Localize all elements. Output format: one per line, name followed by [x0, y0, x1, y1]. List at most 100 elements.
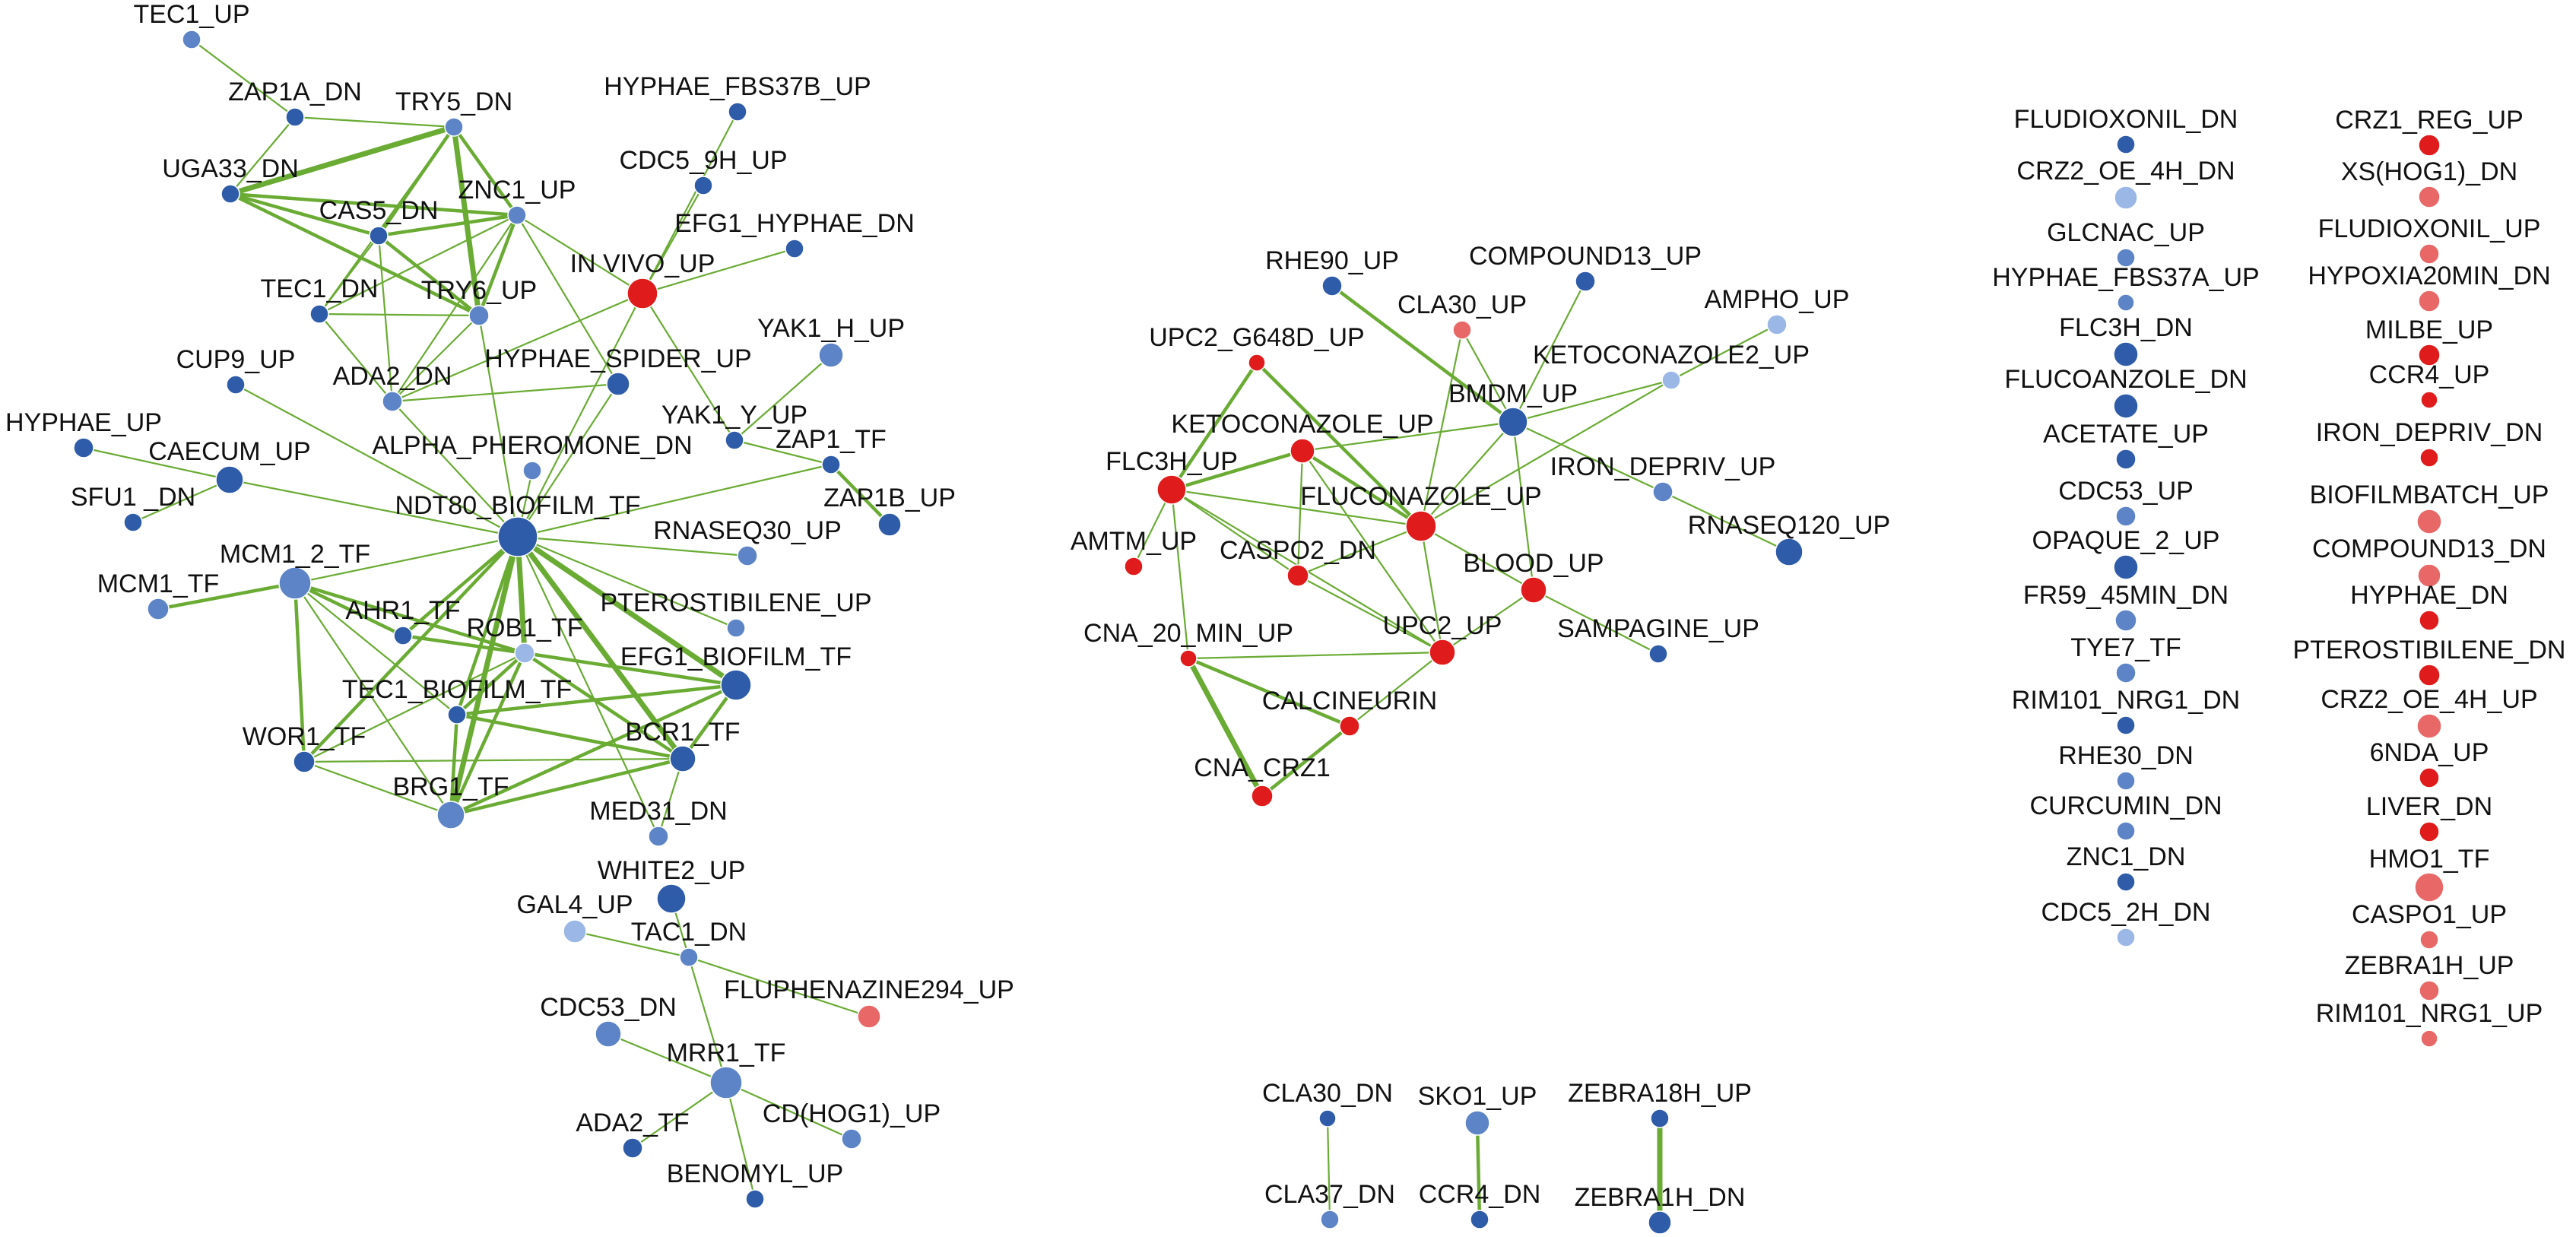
node-fr59-45min-dn[interactable]	[2114, 609, 2137, 632]
node-acetate-up[interactable]	[2115, 449, 2137, 470]
node-xs-hog1-dn[interactable]	[2418, 186, 2441, 208]
node-ndt80-biofilm-tf[interactable]	[497, 516, 538, 557]
node-caspo2-dn[interactable]	[1286, 564, 1309, 587]
node-biofilmbatch-up[interactable]	[2416, 509, 2442, 534]
node-rnaseq30-up[interactable]	[737, 545, 758, 566]
node-zap1b-up[interactable]	[877, 512, 902, 537]
node-yak1-h-up[interactable]	[818, 342, 844, 368]
node-ada2-tf[interactable]	[622, 1137, 643, 1159]
node-cdc5-2h-dn[interactable]	[2116, 928, 2136, 947]
node-ketoconazole2-up[interactable]	[1661, 370, 1681, 390]
node-rhe90-up[interactable]	[1321, 275, 1343, 297]
node-rob1-tf[interactable]	[514, 642, 535, 664]
node-sampagine-up[interactable]	[1648, 644, 1668, 664]
node-sfu1-dn[interactable]	[123, 512, 143, 532]
node-tye7-tf[interactable]	[2115, 662, 2137, 684]
node-calcineurin[interactable]	[1339, 715, 1360, 737]
node-amtm-up[interactable]	[1124, 557, 1144, 576]
node-blood-up[interactable]	[1520, 576, 1547, 604]
node-white2-up[interactable]	[656, 883, 687, 914]
node-upc2-up[interactable]	[1429, 639, 1456, 666]
node-in-vivo-up[interactable]	[627, 278, 658, 309]
node-cdc5-9h-up[interactable]	[693, 176, 713, 195]
node-ahr1-tf[interactable]	[393, 626, 413, 645]
node-gal4-up[interactable]	[563, 919, 587, 944]
node-cdc53-dn[interactable]	[595, 1020, 622, 1048]
node-flc3h-up[interactable]	[1156, 474, 1187, 505]
node-znc1-dn[interactable]	[2116, 872, 2136, 892]
node-mrr1-tf[interactable]	[709, 1066, 743, 1099]
node-tec1-dn[interactable]	[309, 304, 329, 324]
node-wor1-tf[interactable]	[293, 750, 316, 773]
node-iron-depriv-dn[interactable]	[2419, 448, 2439, 468]
node-opaque-2-up[interactable]	[2113, 554, 2139, 580]
node-try5-dn[interactable]	[444, 117, 464, 137]
node-zap1a-dn[interactable]	[285, 107, 305, 127]
node-try6-up[interactable]	[468, 305, 490, 326]
node-glcnac-up[interactable]	[2116, 248, 2136, 268]
node-cdc53-up[interactable]	[2115, 506, 2137, 527]
node-6nda-up[interactable]	[2419, 767, 2440, 788]
node-flucoanzole-dn[interactable]	[2113, 393, 2139, 419]
node-zebra1h-up[interactable]	[2419, 980, 2440, 1001]
node-mcm1-tf[interactable]	[147, 598, 170, 620]
node-liver-dn[interactable]	[2419, 821, 2440, 842]
node-cna-20-min-up[interactable]	[1179, 649, 1198, 668]
node-crz1-reg-up[interactable]	[2418, 134, 2441, 157]
node-zap1-tf[interactable]	[821, 455, 841, 474]
node-uga33-dn[interactable]	[220, 184, 240, 204]
node-bmdm-up[interactable]	[1498, 407, 1528, 437]
node-benomyl-up[interactable]	[745, 1189, 765, 1209]
node-ampho-up[interactable]	[1766, 314, 1788, 335]
node-milbe-up[interactable]	[2418, 344, 2441, 366]
node-hmo1-tf[interactable]	[2414, 872, 2444, 902]
node-hypoxia20min-dn[interactable]	[2418, 290, 2441, 312]
node-ccr4-dn[interactable]	[1470, 1210, 1489, 1229]
node-ada2-dn[interactable]	[382, 391, 403, 412]
node-med31-dn[interactable]	[648, 826, 669, 847]
node-hyphae-spider-up[interactable]	[606, 372, 630, 396]
node-iron-depriv-up[interactable]	[1652, 481, 1673, 503]
node-efg1-hyphae-dn[interactable]	[785, 239, 804, 259]
node-flc3h-dn[interactable]	[2113, 341, 2139, 367]
node-hyphae-up[interactable]	[73, 437, 94, 458]
node-hyphae-fbs37a-up[interactable]	[2117, 293, 2135, 312]
node-sko1-up[interactable]	[1464, 1110, 1490, 1136]
node-alpha-pheromone-dn[interactable]	[522, 461, 542, 481]
node-zebra18h-up[interactable]	[1650, 1109, 1670, 1128]
node-cna-crz1[interactable]	[1251, 785, 1274, 807]
node-caecum-up[interactable]	[215, 465, 244, 494]
node-cd-hog1-up[interactable]	[841, 1128, 862, 1150]
node-pterostibilene-dn[interactable]	[2418, 664, 2441, 687]
node-znc1-up[interactable]	[507, 205, 527, 225]
node-ketoconazole-up[interactable]	[1290, 438, 1315, 464]
node-rim101-nrg1-up[interactable]	[2420, 1029, 2438, 1048]
node-cup9-up[interactable]	[226, 375, 246, 395]
node-tac1-dn[interactable]	[679, 947, 699, 967]
node-pterostibilene-up[interactable]	[726, 618, 746, 638]
node-tec1-biofilm-tf[interactable]	[447, 705, 467, 725]
node-cla37-dn[interactable]	[1320, 1210, 1340, 1229]
node-bcr1-tf[interactable]	[669, 745, 696, 772]
node-cla30-up[interactable]	[1452, 320, 1472, 340]
node-fludioxonil-dn[interactable]	[2116, 135, 2136, 154]
node-rim101-nrg1-dn[interactable]	[2116, 715, 2136, 735]
node-fluphenazine294-up[interactable]	[857, 1004, 881, 1029]
node-fludioxonil-up[interactable]	[2419, 243, 2440, 265]
node-fluconazole-up[interactable]	[1405, 510, 1437, 542]
node-hyphae-dn[interactable]	[2419, 610, 2440, 631]
node-zebra1h-dn[interactable]	[1648, 1210, 1672, 1235]
node-compound13-up[interactable]	[1575, 271, 1596, 292]
node-crz2-oe-4h-dn[interactable]	[2114, 186, 2138, 210]
node-cla30-dn[interactable]	[1318, 1109, 1337, 1128]
node-cas5-dn[interactable]	[369, 226, 389, 246]
node-rnaseq120-up[interactable]	[1775, 538, 1804, 566]
node-compound13-dn[interactable]	[2417, 563, 2441, 588]
node-mcm1-2-tf[interactable]	[278, 566, 312, 600]
node-rhe30-dn[interactable]	[2116, 771, 2136, 791]
node-brg1-tf[interactable]	[436, 801, 465, 829]
node-tec1-up[interactable]	[182, 30, 201, 49]
node-curcumin-dn[interactable]	[2116, 821, 2136, 841]
node-efg1-biofilm-tf[interactable]	[720, 669, 752, 701]
node-ccr4-up[interactable]	[2420, 391, 2438, 409]
